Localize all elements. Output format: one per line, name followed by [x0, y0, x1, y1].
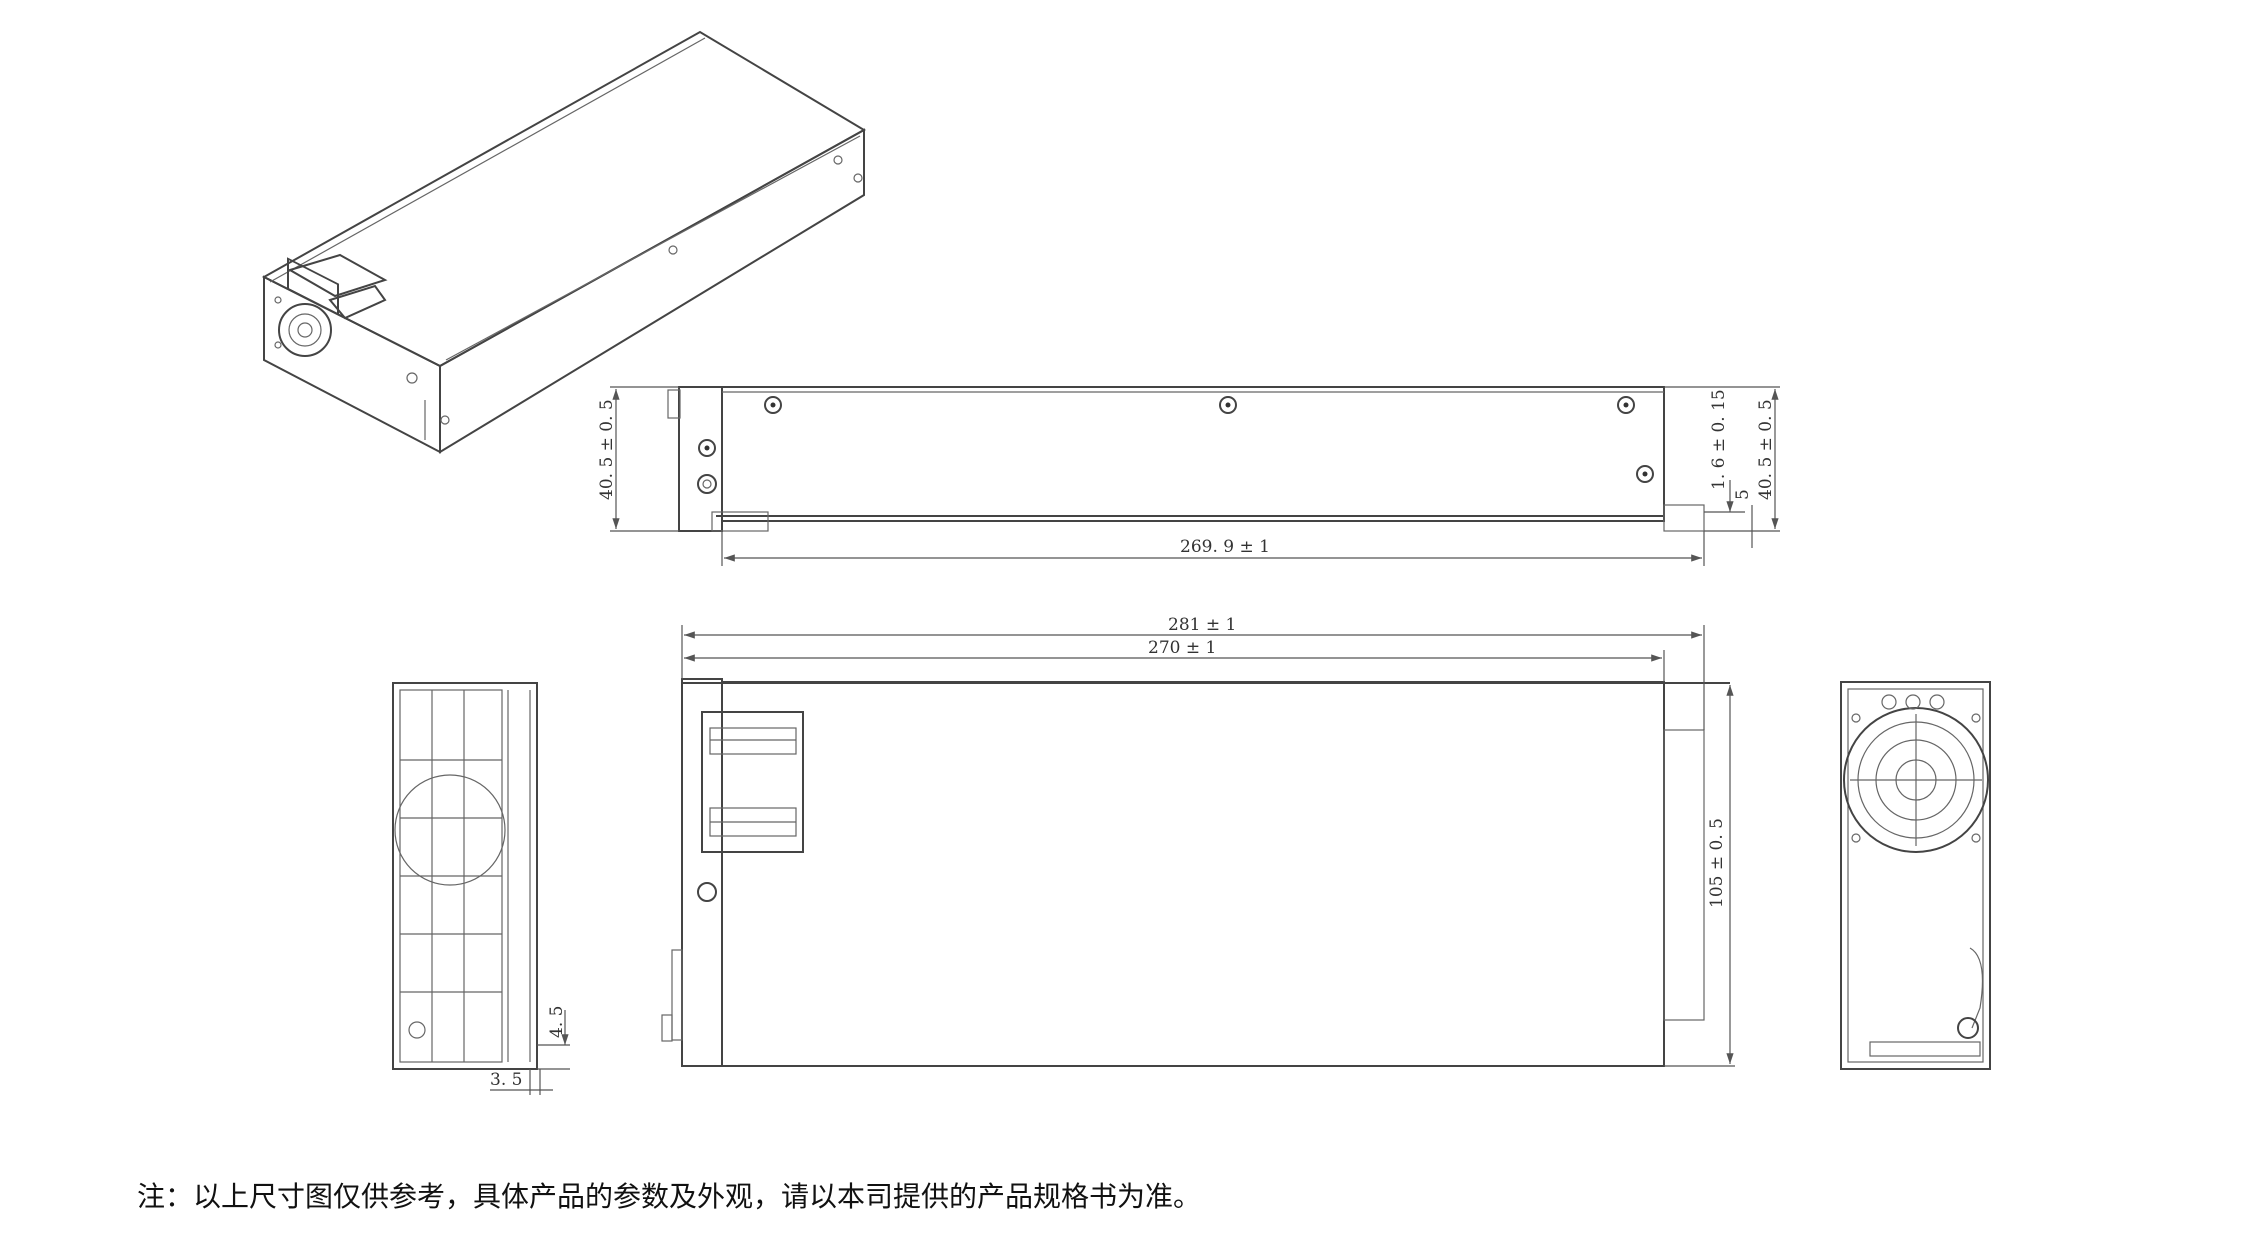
right-end-view	[1840, 681, 1991, 1070]
end-horizontal-offset-dim: 3. 5	[490, 1070, 522, 1090]
body-length-dim: 270 ± 1	[1148, 638, 1216, 658]
side-view: 40. 5 ± 0. 5 40. 5 ± 0. 5 1. 6 ± 0. 15 5…	[597, 386, 1780, 566]
side-length-dim: 269. 9 ± 1	[1180, 537, 1270, 557]
rail-offset-dim: 5	[1733, 489, 1753, 500]
side-height-right-dim: 40. 5 ± 0. 5	[1756, 399, 1776, 500]
side-height-left-dim: 40. 5 ± 0. 5	[597, 399, 617, 500]
rail-thickness-dim: 1. 6 ± 0. 15	[1709, 389, 1729, 490]
overall-length-dim: 281 ± 1	[1168, 615, 1236, 635]
width-dim: 105 ± 0. 5	[1707, 818, 1727, 908]
left-end-view: 4. 5 3. 5	[392, 682, 570, 1095]
disclaimer-note: 注：以上尺寸图仅供参考，具体产品的参数及外观，请以本司提供的产品规格书为准。	[137, 1180, 1202, 1213]
end-vertical-offset-dim: 4. 5	[547, 1006, 567, 1038]
isometric-view	[261, 30, 867, 454]
top-view: 281 ± 1 270 ± 1 105 ± 0. 5	[661, 615, 1735, 1067]
